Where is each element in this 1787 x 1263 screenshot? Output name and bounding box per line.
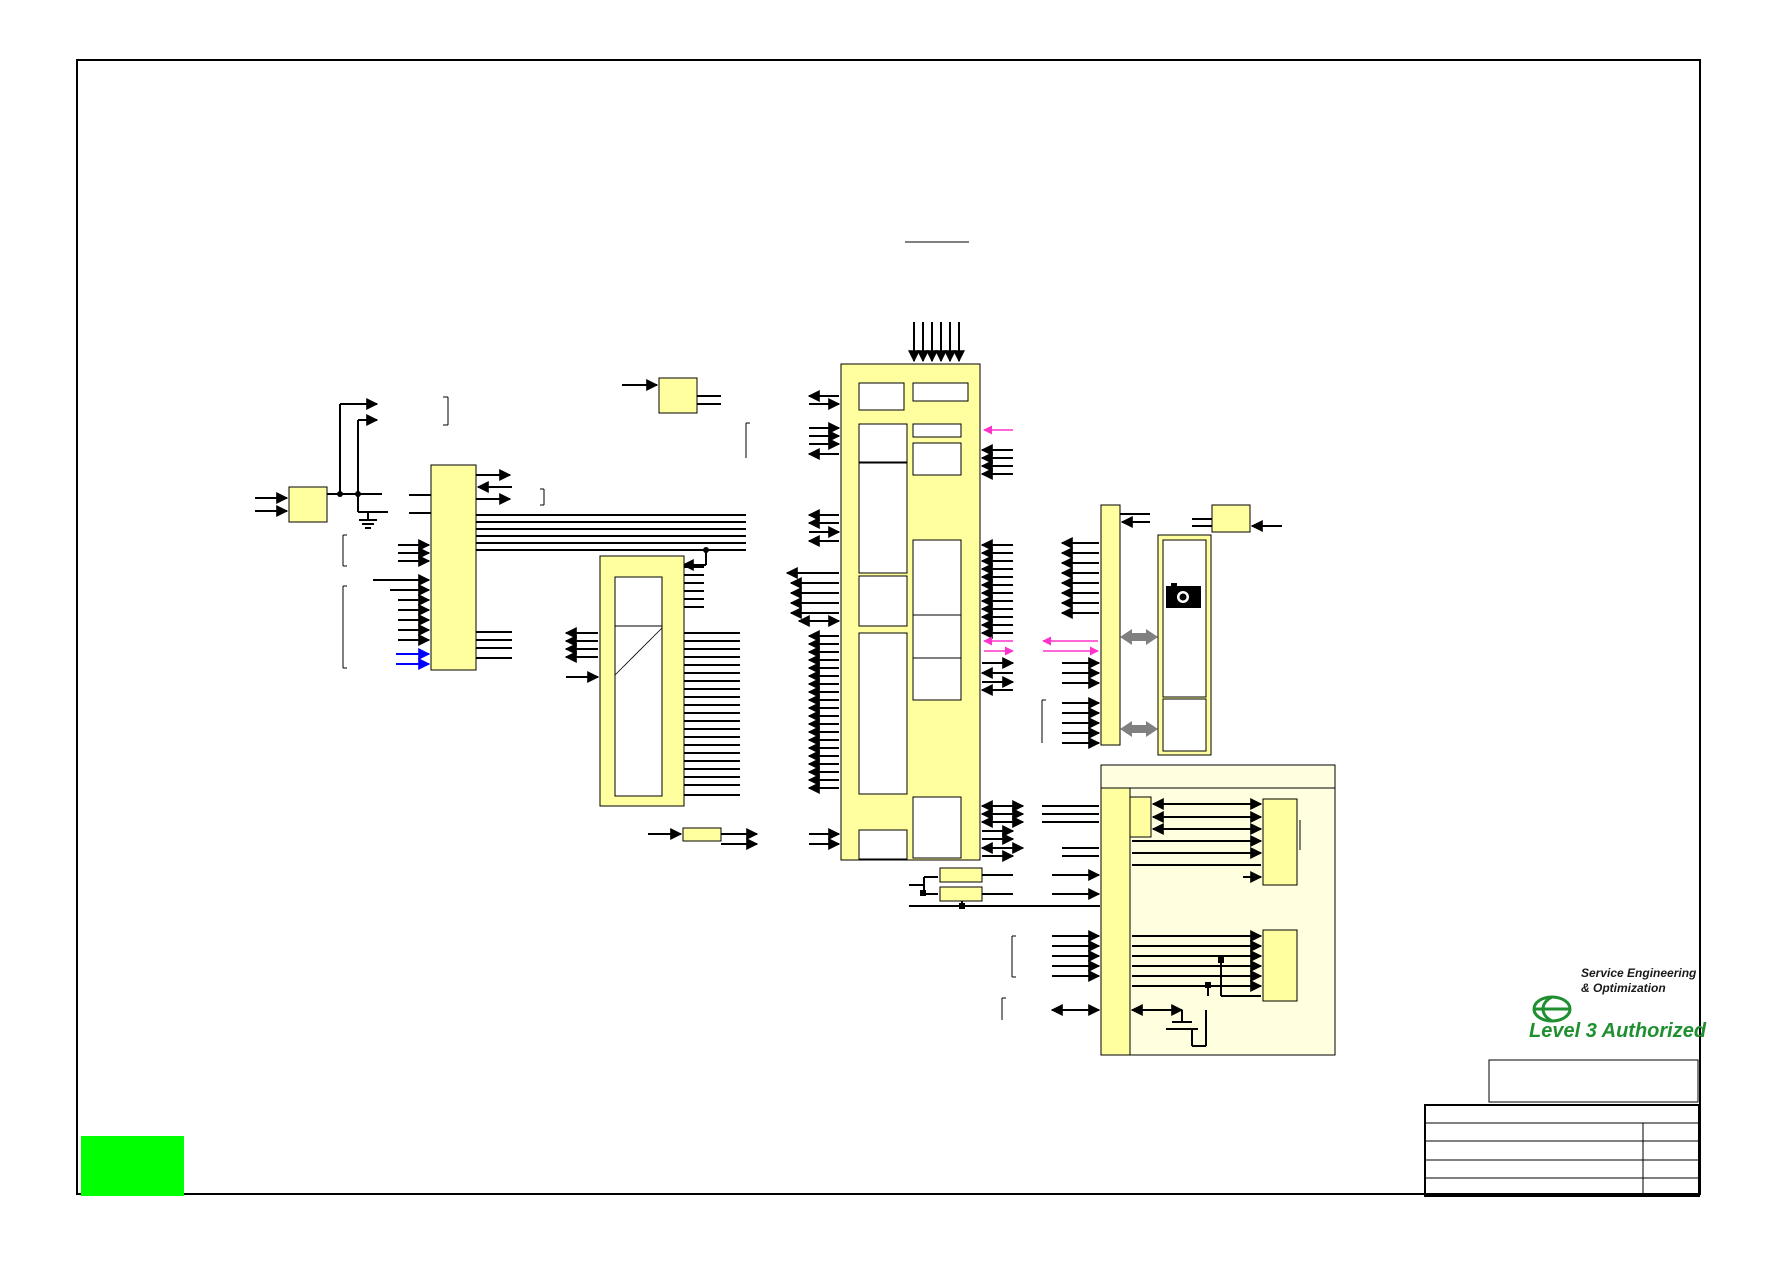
status-indicator: [81, 1136, 184, 1196]
power-panel-inputs: [1001, 805, 1101, 1020]
data-bus: [476, 514, 746, 571]
logo-line1: Service Engineering: [1581, 966, 1697, 980]
processor-left-pins: [785, 390, 841, 850]
latch-blocks: [909, 867, 1100, 907]
sheet-border: [76, 59, 1701, 1195]
processor-right-pins: [980, 444, 1025, 862]
bidir-arrows: [1120, 629, 1158, 737]
globe-logo-icon: [1532, 995, 1572, 1023]
camera-module: [1157, 534, 1212, 756]
title-block: [1424, 1059, 1700, 1197]
magenta-signals: [983, 425, 1099, 656]
clock-block: [622, 377, 721, 414]
logo-line3: Level 3 Authorized: [1529, 1020, 1707, 1042]
logo-line2: & Optimization: [1581, 981, 1666, 995]
interface-connector: [1041, 504, 1150, 749]
buffer-block: [648, 422, 759, 850]
power-mgmt-panel: [1100, 764, 1336, 1056]
left-controller: [342, 464, 545, 671]
memory-block: [564, 555, 740, 807]
main-processor: [840, 241, 981, 861]
sensor-block: [1192, 504, 1282, 533]
power-section: [255, 396, 449, 529]
camera-icon: [1166, 583, 1201, 608]
